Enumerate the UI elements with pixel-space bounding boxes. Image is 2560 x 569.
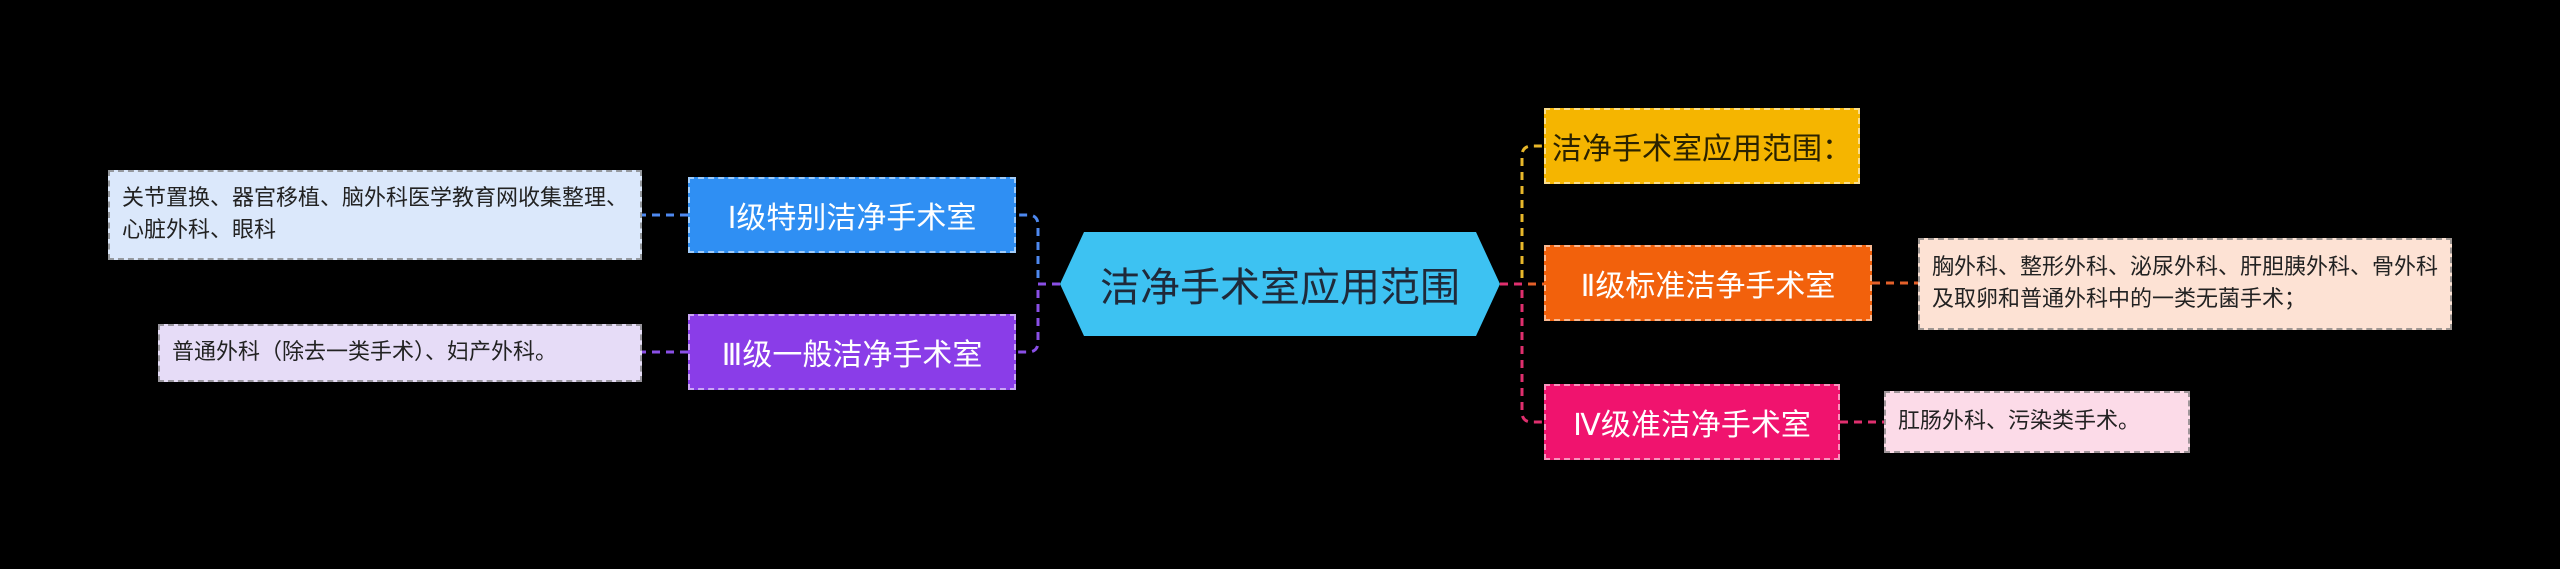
branch-level-4-quasi-clean-or[interactable]: Ⅳ级准洁净手术室 <box>1544 384 1840 460</box>
leaf-level-1-scope[interactable]: 关节置换、器官移植、脑外科医学教育网收集整理、心脏外科、眼科 <box>108 170 642 260</box>
branch-label: Ⅰ级特别洁净手术室 <box>727 201 977 236</box>
leaf-level-3-scope[interactable]: 普通外科（除去一类手术）、妇产外科。 <box>158 324 642 382</box>
branch-level-3-general-clean-or[interactable]: Ⅲ级一般洁净手术室 <box>688 314 1016 390</box>
branch-label: Ⅲ级一般洁净手术室 <box>721 338 983 373</box>
leaf-level-4-scope[interactable]: 肛肠外科、污染类手术。 <box>1884 391 2190 453</box>
leaf-text: 普通外科（除去一类手术）、妇产外科。 <box>172 340 558 366</box>
branch-label: Ⅳ级准洁净手术室 <box>1573 408 1811 443</box>
connector-root-to-left-1 <box>1016 282 1060 354</box>
leaf-text: 肛肠外科、污染类手术。 <box>1898 409 2141 435</box>
connector-root-to-right-0 <box>1500 144 1544 286</box>
branch-label: Ⅱ级标准洁争手术室 <box>1580 269 1836 304</box>
leaf-text: 关节置换、器官移植、脑外科医学教育网收集整理、心脏外科、眼科 <box>122 186 629 243</box>
branch-scope-heading[interactable]: 洁净手术室应用范围： <box>1544 108 1860 184</box>
branch-level-2-standard-clean-or[interactable]: Ⅱ级标准洁争手术室 <box>1544 245 1872 321</box>
connector-root-to-right-2 <box>1500 282 1544 424</box>
connector-root-to-left-0 <box>1016 213 1060 286</box>
root-topic[interactable]: 洁净手术室应用范围 <box>1060 232 1500 336</box>
branch-level-1-special-clean-or[interactable]: Ⅰ级特别洁净手术室 <box>688 177 1016 253</box>
leaf-text: 胸外科、整形外科、泌尿外科、肝胆胰外科、骨外科及取卵和普通外科中的一类无菌手术； <box>1932 255 2439 312</box>
root-topic-label: 洁净手术室应用范围 <box>1100 265 1460 311</box>
leaf-level-2-scope[interactable]: 胸外科、整形外科、泌尿外科、肝胆胰外科、骨外科及取卵和普通外科中的一类无菌手术； <box>1918 238 2452 330</box>
branch-label: 洁净手术室应用范围： <box>1552 132 1852 167</box>
